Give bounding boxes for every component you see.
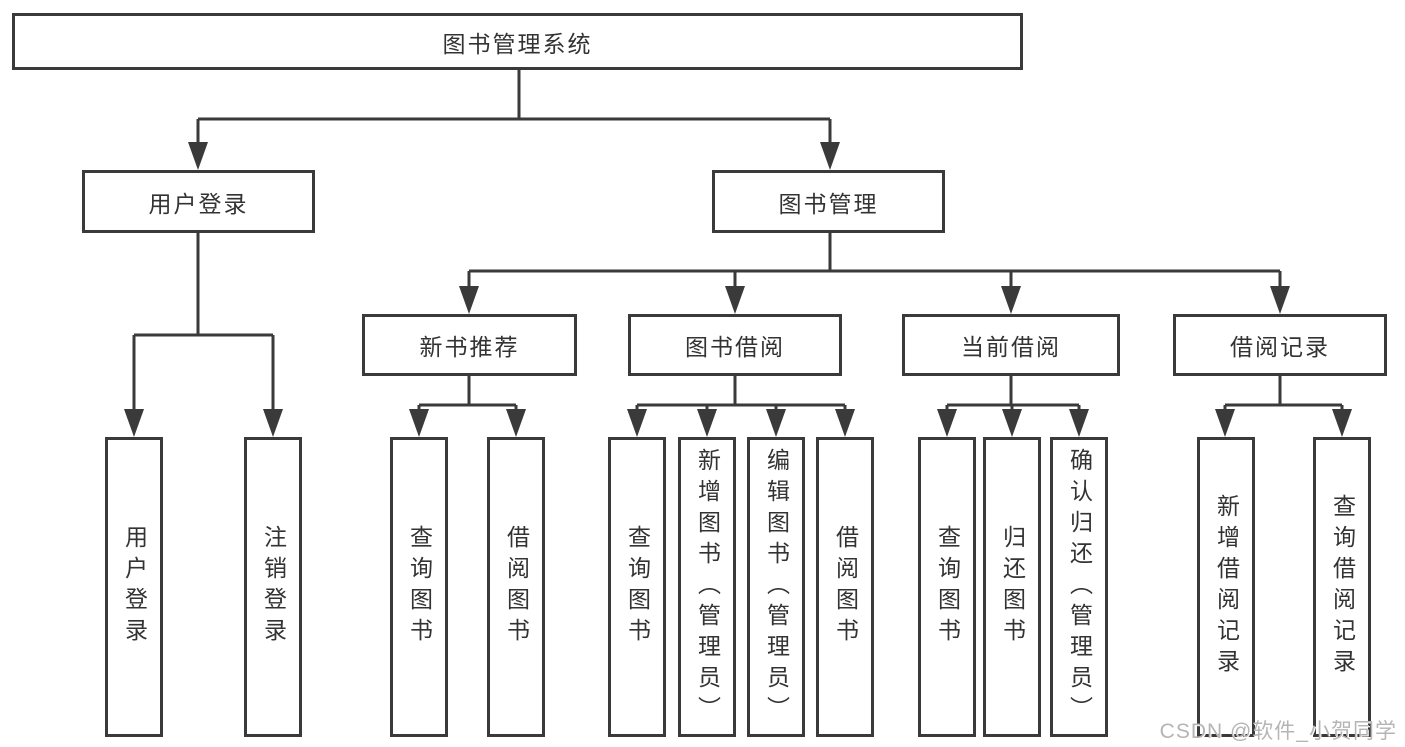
node-new-book-recommendation: 新书推荐 xyxy=(362,314,577,376)
leaf-add-book-admin-label: 新增图书（管理员） xyxy=(694,447,721,727)
leaf-query-books-current-label: 查询图书 xyxy=(934,525,961,649)
leaf-logout: 注销登录 xyxy=(244,437,302,737)
node-borrowing-records: 借阅记录 xyxy=(1173,314,1387,376)
leaf-query-books-recommend: 查询图书 xyxy=(390,437,448,737)
node-library-management-system: 图书管理系统 xyxy=(12,13,1023,70)
leaf-return-books-label: 归还图书 xyxy=(999,525,1026,649)
node-user-login: 用户登录 xyxy=(82,170,315,233)
node-book-management: 图书管理 xyxy=(712,170,945,233)
csdn-watermark: CSDN @软件_小贺同学 xyxy=(1159,720,1397,743)
leaf-borrow-books-label: 借阅图书 xyxy=(832,525,859,649)
leaf-query-books-recommend-label: 查询图书 xyxy=(406,525,433,649)
leaf-query-borrow-record: 查询借阅记录 xyxy=(1313,437,1371,737)
leaf-add-borrow-record: 新增借阅记录 xyxy=(1197,437,1255,737)
leaf-borrow-books-recommend-label: 借阅图书 xyxy=(503,525,530,649)
leaf-user-login: 用户登录 xyxy=(105,437,163,737)
leaf-query-borrow-record-label: 查询借阅记录 xyxy=(1329,494,1356,680)
leaf-logout-label: 注销登录 xyxy=(260,525,287,649)
leaf-edit-book-admin-label: 编辑图书（管理员） xyxy=(763,447,790,727)
leaf-edit-book-admin: 编辑图书（管理员） xyxy=(747,437,805,737)
leaf-add-borrow-record-label: 新增借阅记录 xyxy=(1213,494,1240,680)
leaf-query-books-current: 查询图书 xyxy=(918,437,976,737)
leaf-borrow-books: 借阅图书 xyxy=(816,437,874,737)
leaf-user-login-label: 用户登录 xyxy=(121,525,148,649)
leaf-return-books: 归还图书 xyxy=(983,437,1041,737)
leaf-confirm-return-admin-label: 确认归还（管理员） xyxy=(1066,447,1093,727)
node-book-borrowing: 图书借阅 xyxy=(628,314,842,376)
leaf-add-book-admin: 新增图书（管理员） xyxy=(678,437,736,737)
leaf-confirm-return-admin: 确认归还（管理员） xyxy=(1050,437,1108,737)
leaf-borrow-books-recommend: 借阅图书 xyxy=(487,437,545,737)
leaf-query-books-borrowing-label: 查询图书 xyxy=(624,525,651,649)
node-current-borrowing: 当前借阅 xyxy=(902,314,1120,376)
leaf-query-books-borrowing: 查询图书 xyxy=(608,437,666,737)
